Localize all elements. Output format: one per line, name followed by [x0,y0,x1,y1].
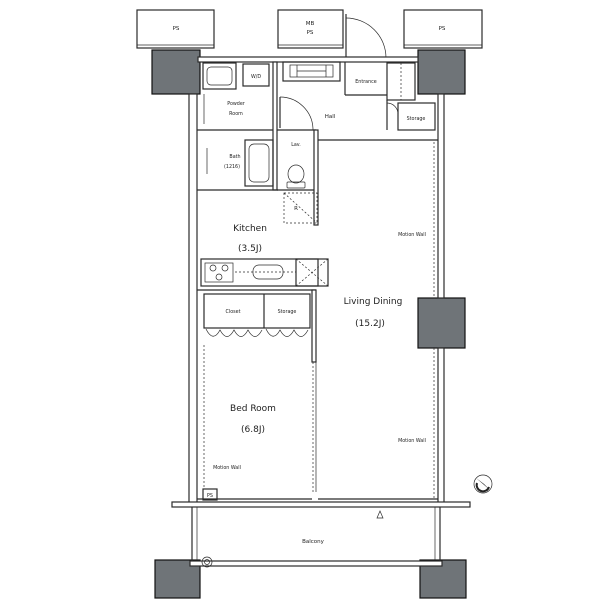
washer-dryer-space [242,63,270,87]
lavatory: Lav. [277,129,319,226]
balcony-label: Balcony [302,539,325,545]
wall-right-lower [437,347,445,504]
column-top-right [417,49,466,95]
drain-icon [201,556,213,568]
meter-box-outline [282,61,341,82]
closet-label: Closet [226,309,241,315]
washer-dryer-label: W/D [251,74,261,80]
balcony-marker-icon [376,510,384,519]
top-shaft-middle: MB PS [277,9,344,49]
meter-box-inner [289,64,334,78]
toilet-bowl [287,164,305,184]
refrigerator-cross [283,192,318,224]
living-dining-label: Living Dining [344,297,403,307]
entrance-label: Entrance [355,79,377,85]
balcony-shaft [202,488,218,501]
bath-label: Bath [229,154,240,160]
shaft-outline [277,9,344,49]
compass-ring [473,474,493,494]
shaft-label: PS [307,30,314,36]
burner [215,273,223,281]
washbasin-counter [202,62,237,90]
living-dining-size: (15.2J) [355,319,385,329]
balcony: Balcony [189,507,443,568]
entrance: Entrance [344,62,416,101]
top-shaft-right: PS [403,9,483,49]
bedroom-storage-label: Storage [278,309,297,315]
closet-outline [203,293,311,329]
storage-bifold-doors [265,328,309,337]
toilet-tank [286,181,306,189]
bathtub [244,139,274,187]
shaft-outline [136,9,215,49]
shaft-label: PS [439,26,446,32]
pantry-cabinet [295,258,329,287]
balcony-shaft-label: PS [207,493,213,499]
drain-icon-inner [204,559,210,565]
motion-wall-note: Motion Wall [213,465,241,471]
bathroom: Bath (1216) [197,139,278,191]
wall-top [197,56,419,63]
hall-label: Hall [325,114,336,120]
bath-size: (1216) [224,164,240,170]
bedroom-size: (6.8J) [241,425,265,435]
powder-room: W/D Powder Room [197,61,278,191]
living-dining: Living Dining (15.2J) Motion Wall Motion… [344,232,426,444]
kitchen-sink [252,264,284,280]
entrance-door [345,14,387,59]
burner [221,264,229,272]
kitchen-counter [200,258,319,287]
door-swing-arc [345,17,387,59]
bedroom-label: Bed Room [230,404,276,414]
column-middle-right [417,297,466,349]
storage-outline [397,102,436,131]
pantry-cross [295,258,329,287]
refrigerator-space [283,192,318,224]
powder-room-label-line2: Room [229,111,243,117]
compass-arrow [476,478,490,490]
compass-swirl [475,482,490,493]
washbasin-bowl [206,66,233,86]
top-shaft-left: PS [136,9,215,49]
wall-lav-right [313,129,319,226]
wall-bedroom-living [311,289,317,363]
kitchen-size: (3.5J) [238,244,262,254]
bedroom-closets: Closet Storage [203,293,311,337]
closet-bifold-doors [205,328,263,337]
wall-right-upper [437,93,445,299]
meter-box [282,61,341,82]
door-swing-arc [279,96,314,131]
kitchen: R Kitchen (3.5J) [197,192,329,291]
cooktop [204,262,234,283]
column-top-left [151,49,201,95]
powder-room-label-line1: Powder [227,101,245,107]
entrance-storage: Storage [386,100,436,131]
lavatory-label: Lav. [291,142,301,148]
balcony-railing [189,560,443,567]
bathtub-inner [248,143,270,183]
refrigerator-label: R [294,206,298,212]
bottom-wall: PS [171,488,471,508]
storage-label: Storage [407,116,426,122]
meter-box-label: MB [306,21,315,27]
north-arrow-icon [473,474,493,494]
powder-door [279,96,314,131]
shaft-label: PS [173,26,180,32]
balcony-slab-edge [171,501,471,508]
wall-left [188,93,198,505]
storage-door-arc [386,102,399,115]
burner [209,264,217,272]
kitchen-label: Kitchen [233,224,267,234]
wall-powder-hall [272,61,278,191]
motion-wall-note: Motion Wall [398,232,426,238]
bedroom: Bed Room (6.8J) Motion Wall [203,289,317,492]
hall: Hall [318,114,438,141]
shaft-outline [403,9,483,49]
motion-wall-note: Motion Wall [398,438,426,444]
